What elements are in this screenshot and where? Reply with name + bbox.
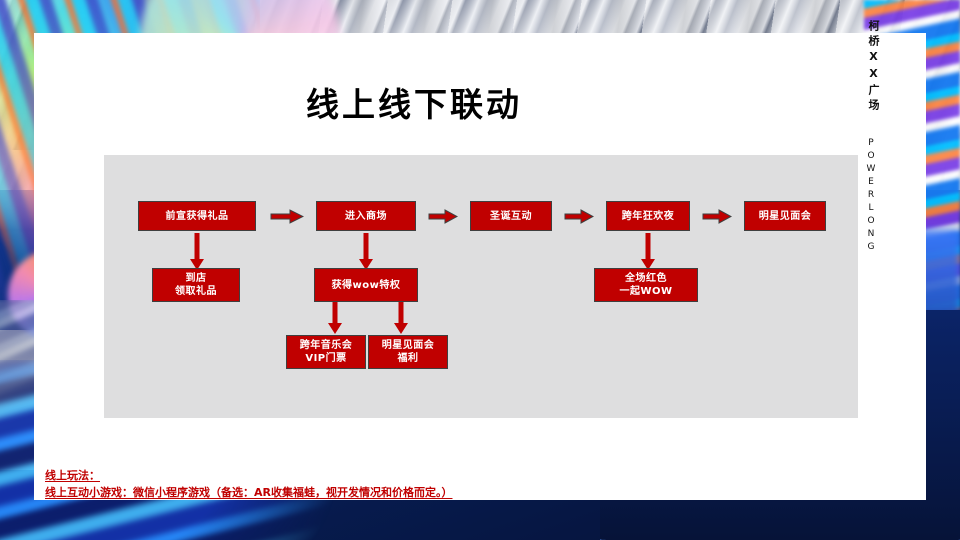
brand-bar: 柯桥XX广场 POWERLONG bbox=[855, 20, 895, 255]
flow-node-all-red-wow[interactable]: 全场红色 一起WOW bbox=[594, 268, 698, 302]
arrow-right-1 bbox=[270, 209, 304, 224]
arrow-down-5 bbox=[393, 302, 409, 335]
flow-node-celebrity-meetup[interactable]: 明星见面会 bbox=[744, 201, 826, 231]
arrow-down-1 bbox=[189, 233, 205, 271]
page-title: 线上线下联动 bbox=[306, 85, 522, 124]
flow-node-new-year-party[interactable]: 跨年狂欢夜 bbox=[606, 201, 690, 231]
flow-node-pre-promo-gift[interactable]: 前宣获得礼品 bbox=[138, 201, 256, 231]
arrow-right-4 bbox=[702, 209, 732, 224]
arrow-down-2 bbox=[358, 233, 374, 271]
brand-name-en: POWERLONG bbox=[866, 138, 876, 255]
flow-node-celebrity-meetup-perk[interactable]: 明星见面会 福利 bbox=[368, 335, 448, 369]
flow-node-nye-concert-vip[interactable]: 跨年音乐会 VIP门票 bbox=[286, 335, 366, 369]
arrow-down-3 bbox=[640, 233, 656, 271]
flow-diagram-panel: 前宣获得礼品 进入商场 圣诞互动 跨年狂欢夜 bbox=[104, 155, 858, 418]
brand-name-cn: 柯桥XX广场 bbox=[867, 20, 880, 114]
flow-node-store-pickup[interactable]: 到店 领取礼品 bbox=[152, 268, 240, 302]
arrow-down-4 bbox=[327, 302, 343, 335]
flow-node-christmas-interaction[interactable]: 圣诞互动 bbox=[470, 201, 552, 231]
arrow-right-2 bbox=[428, 209, 458, 224]
online-gameplay-notes: 线上玩法： 线上互动小游戏：微信小程序游戏（备选：AR收集福蛙，视开发情况和价格… bbox=[45, 467, 605, 501]
arrow-right-3 bbox=[564, 209, 594, 224]
flow-node-wow-privilege[interactable]: 获得wow特权 bbox=[314, 268, 418, 302]
notes-heading: 线上玩法： bbox=[45, 469, 100, 482]
notes-body: 线上互动小游戏：微信小程序游戏（备选：AR收集福蛙，视开发情况和价格而定。） bbox=[45, 486, 453, 499]
flow-node-enter-mall[interactable]: 进入商场 bbox=[316, 201, 416, 231]
presentation-slide: 线上线下联动 前宣获得礼品 进入商场 圣诞互动 跨年 bbox=[34, 33, 926, 500]
